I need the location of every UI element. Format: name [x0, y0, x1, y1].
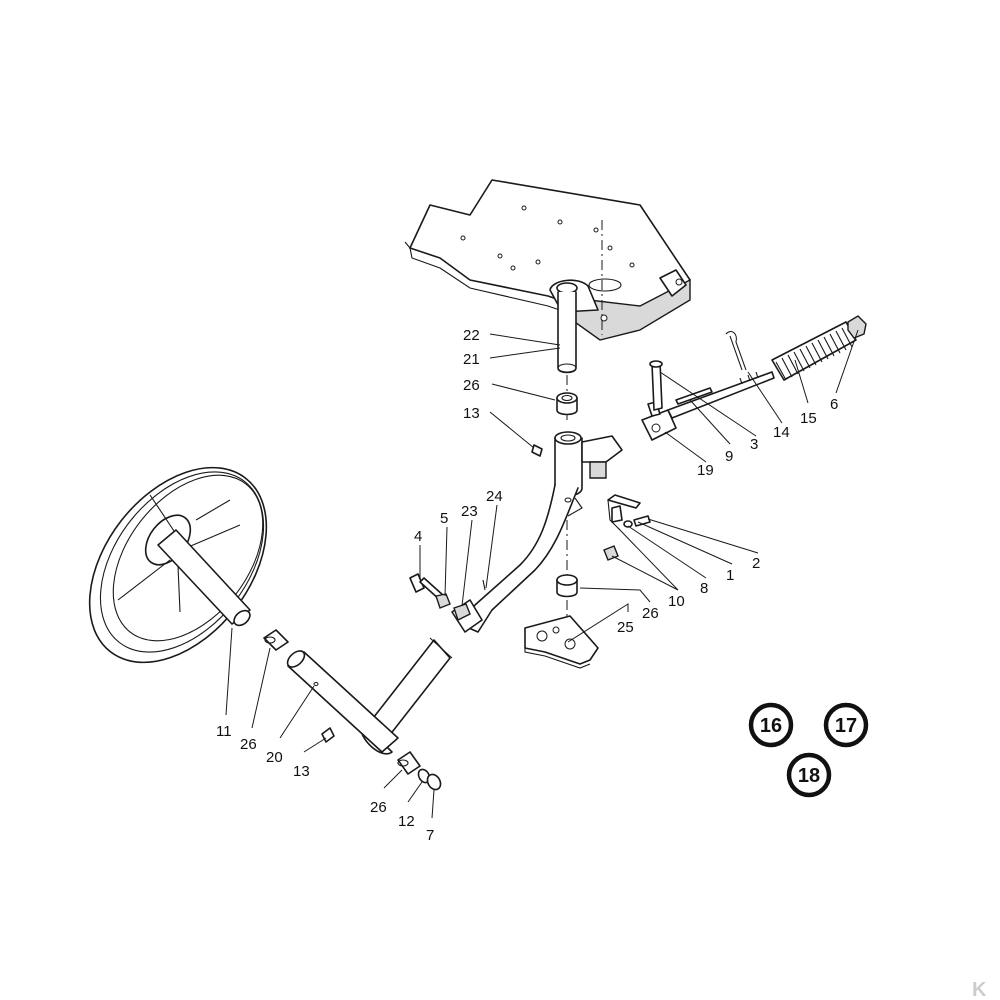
circlip — [426, 773, 442, 791]
callout-7: 7 — [426, 827, 434, 844]
svg-text:16: 16 — [760, 715, 782, 737]
circled-badges: 16 17 18 — [748, 702, 869, 798]
bushing-upper — [556, 392, 578, 416]
latch-pin-assembly — [603, 494, 651, 561]
badge-18: 18 — [786, 752, 832, 798]
callout-20: 20 — [266, 749, 283, 766]
swivel-head — [461, 431, 623, 633]
callout-14: 14 — [773, 424, 790, 441]
callout-26-end: 26 — [370, 799, 387, 816]
sleeve — [286, 650, 399, 753]
bushing-lower — [556, 574, 578, 598]
callout-9: 9 — [725, 448, 733, 465]
callout-21: 21 — [463, 351, 480, 368]
callout-3: 3 — [750, 436, 758, 453]
bushing-wheel — [263, 629, 289, 651]
tension-rod-assembly — [641, 315, 867, 441]
wheel — [88, 466, 268, 664]
base-plate — [524, 615, 599, 669]
callout-13-upper: 13 — [463, 405, 480, 422]
grease-nipple-upper — [531, 444, 543, 457]
callout-19: 19 — [697, 462, 714, 479]
callout-8: 8 — [700, 580, 708, 597]
watermark-logo: K — [972, 979, 987, 1000]
callout-1: 1 — [726, 567, 734, 584]
callout-2: 2 — [752, 555, 760, 572]
callout-24: 24 — [486, 488, 503, 505]
callout-10: 10 — [668, 593, 685, 610]
callout-11: 11 — [216, 723, 232, 740]
svg-text:K: K — [972, 979, 987, 1000]
callout-5: 5 — [440, 510, 448, 527]
callout-12: 12 — [398, 813, 415, 830]
svg-text:17: 17 — [835, 715, 857, 737]
callout-15: 15 — [800, 410, 817, 427]
callout-6: 6 — [830, 396, 838, 413]
badge-16: 16 — [748, 702, 794, 748]
callout-25: 25 — [617, 619, 634, 636]
callout-labels: 22 21 26 13 4 5 23 24 19 9 3 14 15 6 2 1… — [216, 327, 838, 844]
callout-26-lower: 26 — [642, 605, 659, 622]
callout-22: 22 — [463, 327, 480, 344]
callout-4: 4 — [414, 528, 422, 545]
deck-plate — [404, 179, 691, 374]
callout-26-wheel: 26 — [240, 736, 257, 753]
callout-26-upper: 26 — [463, 377, 480, 394]
compression-spring — [771, 321, 857, 381]
leader-lines — [225, 329, 859, 819]
svg-text:18: 18 — [798, 765, 820, 787]
badge-17: 17 — [823, 702, 869, 748]
callout-13-lower: 13 — [293, 763, 310, 780]
callout-23: 23 — [461, 503, 478, 520]
end-bushing — [397, 751, 421, 775]
